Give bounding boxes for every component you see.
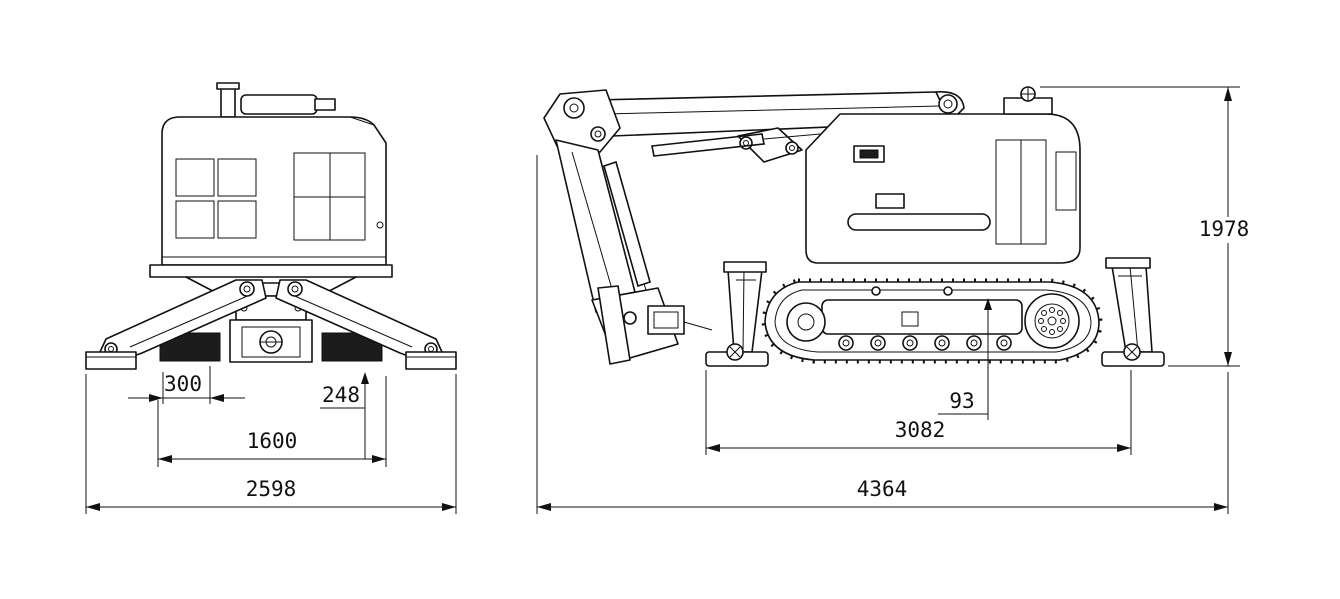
front-engine-housing (161, 116, 387, 266)
front-exhaust (216, 82, 336, 118)
side-beacon (1003, 86, 1053, 115)
dim-1978: 1978 (1040, 86, 1256, 367)
dim-300-label: 300 (164, 372, 202, 396)
dim-300: 300 (128, 366, 245, 404)
front-view: 300 248 1600 2598 (85, 82, 457, 514)
dim-1600: 1600 (157, 376, 387, 467)
dim-93: 93 (938, 298, 992, 420)
dim-4364-label: 4364 (857, 477, 908, 501)
dim-248-label: 248 (322, 383, 360, 407)
dim-93-label: 93 (949, 389, 974, 413)
front-vent-grille-right (293, 152, 366, 241)
side-tracks (761, 278, 1103, 364)
front-outrigger-right (275, 279, 457, 370)
side-body-housing (805, 113, 1081, 264)
side-outrigger-rear (1101, 257, 1165, 367)
front-vent-grille-left (175, 158, 257, 239)
dim-1978-label: 1978 (1199, 217, 1250, 241)
dim-1600-label: 1600 (247, 429, 298, 453)
dim-248: 248 (320, 372, 369, 459)
dim-2598: 2598 (85, 374, 457, 514)
front-undercarriage (229, 282, 313, 363)
side-attachment (591, 285, 713, 365)
dim-2598-label: 2598 (246, 477, 297, 501)
front-outrigger-left (85, 279, 267, 370)
side-view: 93 3082 4364 19 (536, 86, 1256, 514)
dim-4364: 4364 (536, 155, 1229, 514)
dim-3082: 3082 (705, 370, 1132, 455)
side-outrigger-front (705, 261, 769, 367)
dim-3082-label: 3082 (895, 418, 946, 442)
